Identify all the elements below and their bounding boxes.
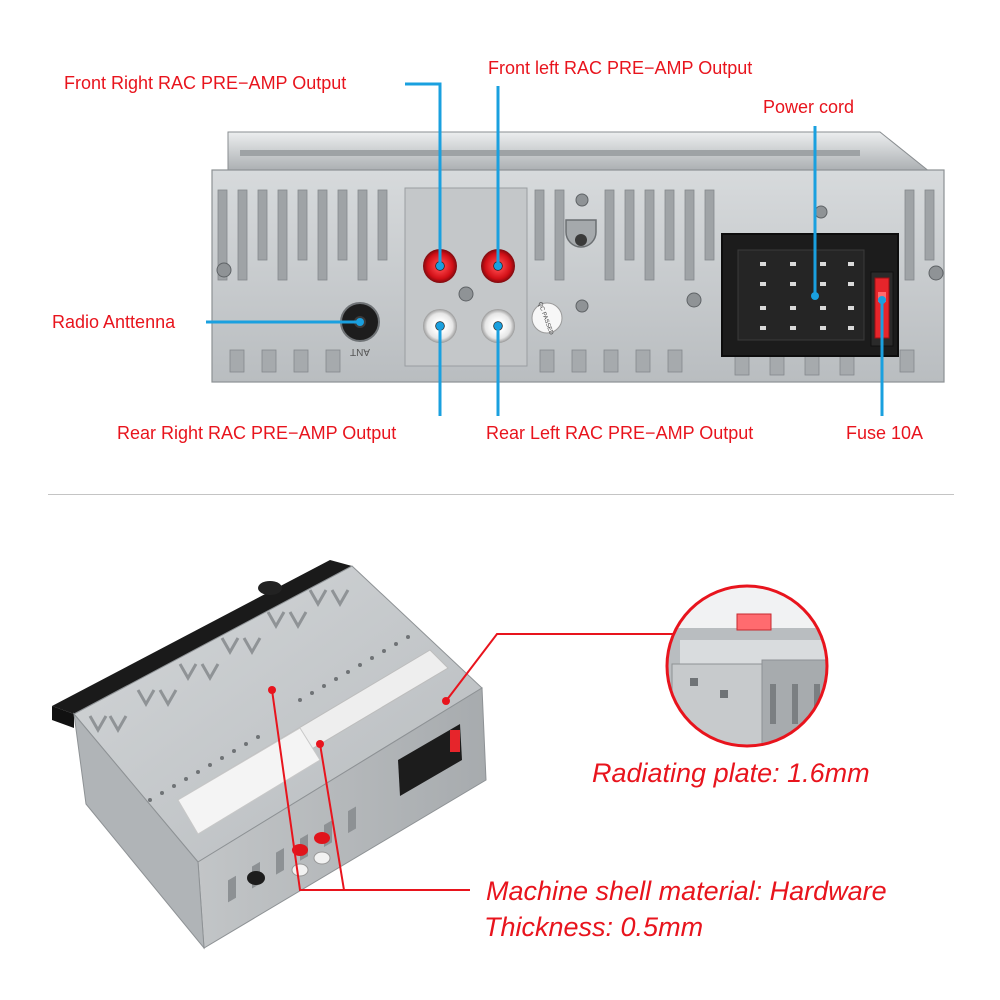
callout-lines (271, 633, 673, 891)
aux-port (565, 219, 597, 248)
connector-pins (760, 262, 854, 330)
iso-connector-rear (398, 724, 462, 796)
label-radiating-plate: Radiating plate: 1.6mm (592, 758, 870, 788)
vent-dots (148, 635, 410, 802)
zoom-fuse (736, 613, 772, 631)
label-front-right-output: Front Right RAC PRE−AMP Output (64, 73, 347, 93)
heat-fins (217, 189, 935, 281)
section-divider (48, 494, 954, 495)
volume-knob (258, 581, 282, 595)
pointer-lines (206, 82, 884, 416)
ant-marking: ANT (350, 346, 370, 357)
rear-panel-figure: ANT QC PASSED (206, 82, 945, 416)
label-front-left-output: Front left RAC PRE−AMP Output (488, 58, 753, 78)
label-power-cord: Power cord (763, 97, 855, 117)
screw-icons (216, 193, 944, 313)
label-radio-antenna: Radio Anttenna (52, 312, 176, 332)
fuse-rear (450, 730, 460, 752)
label-fuse: Fuse 10A (846, 423, 924, 443)
callout-radiating-plate (445, 633, 673, 702)
zoom-circle-ring (665, 584, 829, 748)
label-rear-left-output: Rear Left RAC PRE−AMP Output (486, 423, 754, 443)
wiring-sticker (177, 727, 321, 835)
pointer-front-right (405, 82, 442, 266)
radio-left-side (73, 712, 205, 950)
label-rear-right-output: Rear Right RAC PRE−AMP Output (117, 423, 397, 443)
label-shell-material: Machine shell material: Hardware (486, 876, 887, 906)
qc-passed-sticker (531, 302, 563, 334)
radio-front-face (52, 560, 352, 714)
callout-shell-material (271, 689, 470, 891)
label-thickness: Thickness: 0.5mm (484, 912, 704, 942)
rear-rca-jacks (247, 832, 331, 885)
vent-stamps (88, 589, 350, 734)
